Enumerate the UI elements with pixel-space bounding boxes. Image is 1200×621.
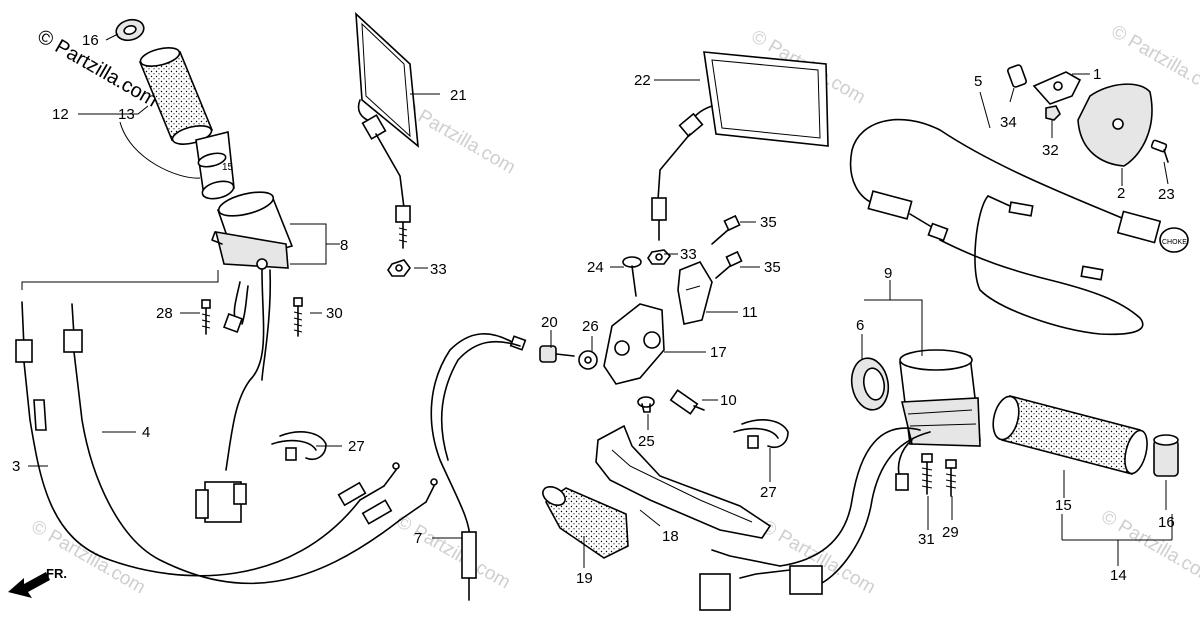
part-19-lever-cover[interactable] [540,483,629,559]
part-22-right-mirror[interactable] [651,51,829,241]
callout-31: 31 [918,531,935,548]
callout-16b: 16 [1158,514,1175,531]
callout-8: 8 [340,237,348,254]
callout-7: 7 [414,530,422,547]
callout-24: 24 [587,259,604,276]
part-16-grip-end-b[interactable] [1153,434,1179,477]
front-arrow-icon [8,572,50,598]
callout-33b: 33 [680,246,697,263]
part-26-lock-nut[interactable] [578,350,598,370]
part-2-cover[interactable] [1077,83,1153,167]
callout-27: 27 [348,438,365,455]
callout-26: 26 [582,318,599,335]
leader-3-4 [21,270,219,290]
part-30-screw[interactable] [293,297,303,337]
callout-5: 5 [974,73,982,90]
callout-15: 15 [1055,497,1072,514]
part-11-holder-clamp[interactable] [677,261,713,325]
part-9-right-switch-housing[interactable] [899,349,981,447]
callout-28: 28 [156,305,173,322]
watermark-text: © Partzilla.com [393,511,514,593]
part-21-left-mirror[interactable] [355,12,419,249]
part-17-clutch-lever-bracket[interactable] [603,303,665,385]
callout-35: 35 [760,214,777,231]
left-switch-harness [195,269,272,523]
callout-33: 33 [430,261,447,278]
part-8-left-switch-housing[interactable] [211,188,294,270]
part-4-throttle-cable[interactable] [63,303,438,585]
front-direction-marker: FR. [8,566,67,598]
part-24-pivot-bolt[interactable] [622,256,642,297]
part-6-grommet[interactable] [848,355,892,412]
watermark-text: © Partzilla.com [28,516,149,598]
part-23-screw[interactable] [1150,139,1169,163]
part-15-right-grip[interactable] [989,394,1151,476]
callout-34: 34 [1000,114,1017,131]
callout-12: 12 [52,106,69,123]
part-35-bolt-b[interactable] [715,250,743,279]
callout-2: 2 [1117,185,1125,202]
callout-18: 18 [662,528,679,545]
part-20-adjuster[interactable] [539,345,575,363]
part-7-clutch-cable[interactable] [430,333,527,601]
callout-35b: 35 [764,259,781,276]
part-35-bolt[interactable] [711,214,741,245]
callout-22: 22 [634,72,651,89]
callout-20: 20 [541,314,558,331]
callout-17: 17 [710,344,727,361]
callout-14: 14 [1110,567,1127,584]
callout-16: 16 [82,32,99,49]
callout-21: 21 [450,87,467,104]
callout-4: 4 [142,424,150,441]
part-33-nut[interactable] [387,259,411,277]
callout-9: 9 [884,265,892,282]
part-3-throttle-cable[interactable] [15,301,400,577]
part-33-nut-b[interactable] [647,249,672,265]
front-label: FR. [46,566,67,581]
part-25-cap[interactable] [637,396,655,413]
callout-6: 6 [856,317,864,334]
callout-10: 10 [720,392,737,409]
callout-15b: 15 [222,162,234,173]
callout-11: 11 [742,304,758,321]
callout-29: 29 [942,524,959,541]
leader-lines [28,33,1173,568]
callout-1: 1 [1093,66,1101,83]
choke-label: CHOKE [1162,239,1187,246]
part-28-screw[interactable] [201,299,211,335]
part-16-grip-end[interactable] [114,17,146,44]
callout-numbers: 1 2 3 4 5 6 7 8 9 10 11 12 13 14 15 15 1… [12,32,1175,587]
part-1-bracket[interactable] [1032,71,1082,105]
part-18-clutch-lever[interactable] [595,424,772,539]
callout-30: 30 [326,305,343,322]
callout-19: 19 [576,570,593,587]
callout-32: 32 [1042,142,1059,159]
part-27-cable-clip[interactable] [271,431,327,461]
part-5-choke-cable[interactable]: CHOKE [849,118,1189,336]
callout-27b: 27 [760,484,777,501]
part-29-screw[interactable] [945,459,957,497]
part-10-switch[interactable] [669,389,705,415]
callout-23: 23 [1158,186,1175,203]
part-31-screw[interactable] [921,453,933,495]
callout-3: 3 [12,458,20,475]
callout-13: 13 [118,106,135,123]
right-switch-harness [699,427,931,611]
part-12-throttle-pipe[interactable] [195,131,235,202]
callout-25: 25 [638,433,655,450]
part-34-collar[interactable] [1007,64,1027,88]
part-32-bolt[interactable] [1045,105,1061,121]
part-27-cable-clip-b[interactable] [733,419,789,449]
